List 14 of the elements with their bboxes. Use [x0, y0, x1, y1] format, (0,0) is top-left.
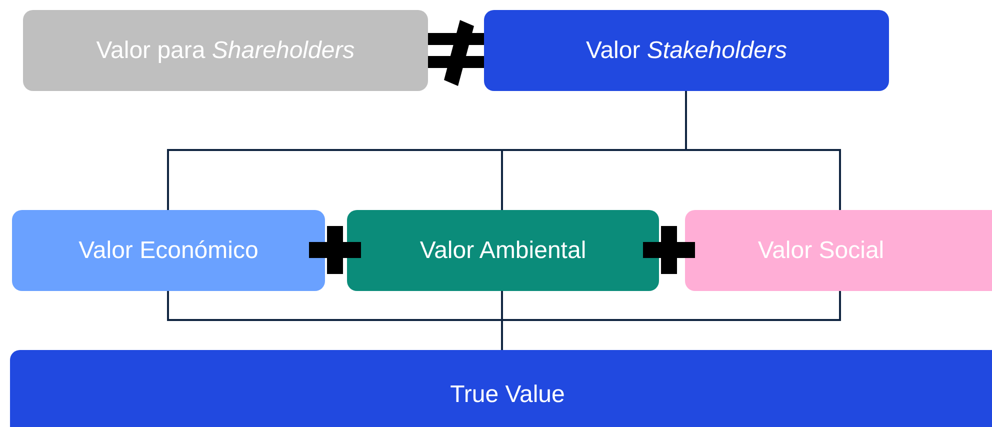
value-box — [347, 210, 659, 291]
value-box — [10, 350, 992, 427]
value-box — [685, 210, 992, 291]
value-box — [12, 210, 325, 291]
box-label: Valor Ambiental — [420, 236, 586, 264]
box-label: Valor Stakeholders — [586, 36, 787, 64]
connector-line — [685, 91, 841, 210]
box-label: Valor Económico — [78, 236, 258, 264]
box-label: Valor Social — [758, 236, 884, 264]
connector-line — [501, 291, 841, 350]
box-label: Valor para Shareholders — [96, 36, 355, 64]
value-box — [484, 10, 889, 91]
value-box — [23, 10, 428, 91]
box-label: True Value — [450, 381, 565, 409]
